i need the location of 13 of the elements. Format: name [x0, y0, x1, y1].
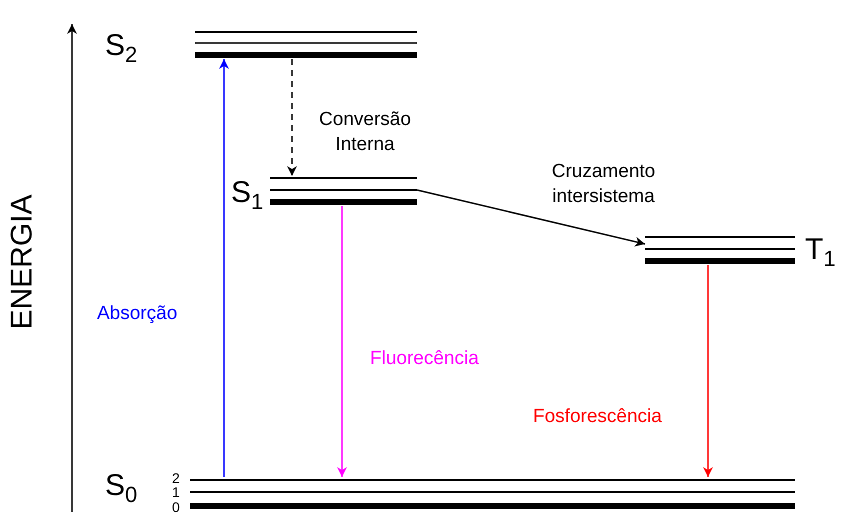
- arrow: [287, 59, 297, 176]
- state-label: S$_{2}$: [105, 31, 138, 66]
- level-number: 2: [172, 471, 180, 485]
- arrow: [219, 59, 229, 477]
- axis-title: ENERGIA: [7, 194, 38, 330]
- state-label: S$_{0}$: [105, 471, 138, 506]
- state-label: T$_{1}$: [805, 235, 836, 270]
- arrow: [337, 206, 347, 477]
- level-number: 0: [172, 500, 180, 514]
- arrow: [416, 189, 646, 247]
- state-label: S$_{1}$: [231, 178, 264, 213]
- level-number: 1: [172, 485, 180, 499]
- arrow: [703, 265, 713, 477]
